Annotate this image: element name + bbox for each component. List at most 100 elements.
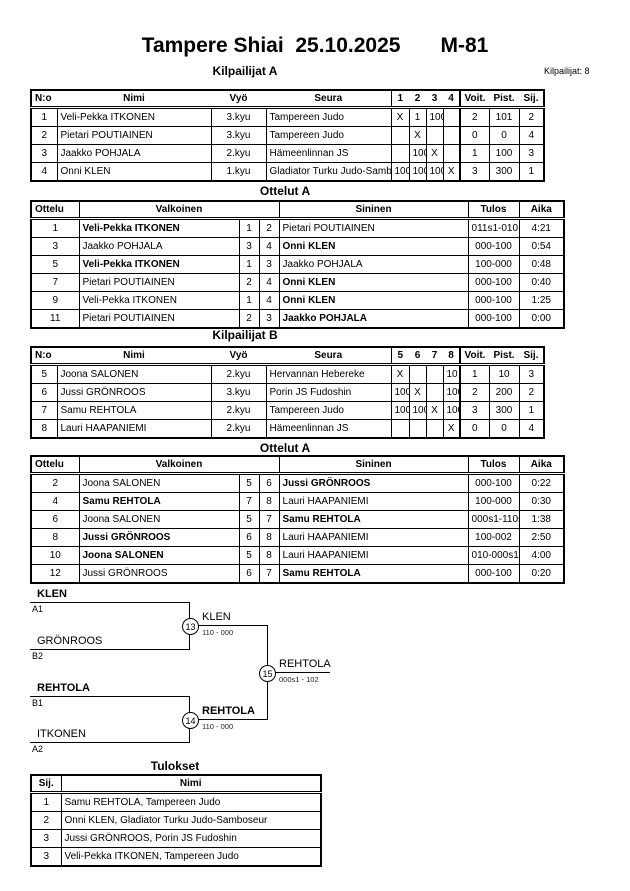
competitor-belt: 3.kyu	[210, 107, 267, 127]
match-number-circle: 14	[182, 712, 199, 729]
match-row: 7 Pietari POUTIAINEN 2 4 Onni KLEN 000-1…	[30, 273, 565, 292]
result-cell: X	[408, 383, 427, 402]
competitor-name: Veli-Pekka ITKONEN	[56, 107, 212, 127]
result-name: Onni KLEN, Gladiator Turku Judo-Samboseu…	[60, 811, 322, 830]
white-number: 7	[238, 492, 260, 511]
match-row: 5 Veli-Pekka ITKONEN 1 3 Jaakko POHJALA …	[30, 255, 565, 274]
points-cell: 300	[488, 162, 520, 182]
result-cell: 100	[408, 162, 427, 182]
competitor-belt: 2.kyu	[210, 144, 267, 163]
white-number: 1	[238, 255, 260, 274]
blue-number: 8	[258, 492, 280, 511]
results-table: Sij. Nimi 1 Samu REHTOLA, Tampereen Judo…	[30, 774, 322, 867]
results-row: 2 Onni KLEN, Gladiator Turku Judo-Sambos…	[30, 811, 322, 830]
blue-competitor: Lauri HAAPANIEMI	[278, 546, 469, 565]
place-cell: 1	[518, 401, 545, 420]
col-header: Tulos	[467, 455, 520, 475]
competitor-belt: 1.kyu	[210, 162, 267, 182]
place-cell: 1	[518, 162, 545, 182]
match-time: 0:00	[518, 309, 565, 329]
match-number: 2	[30, 473, 80, 493]
competitor-number: 2	[30, 126, 58, 145]
white-competitor: Joona SALONEN	[78, 510, 240, 529]
col-header: N:o	[31, 347, 57, 366]
col-header: Nimi	[60, 774, 322, 794]
bracket-line	[267, 672, 330, 673]
pool-row: 2 Pietari POUTIAINEN 3.kyu Tampereen Jud…	[30, 126, 545, 145]
result-name: Veli-Pekka ITKONEN, Tampereen Judo	[60, 847, 322, 867]
results-header-row: Sij. Nimi	[30, 774, 322, 794]
match-result: 000-100	[467, 273, 520, 292]
pool-row: 4 Onni KLEN 1.kyu Gladiator Turku Judo-S…	[30, 162, 545, 182]
result-cell: 100	[425, 162, 444, 182]
white-number: 2	[238, 309, 260, 329]
blue-competitor: Samu REHTOLA	[278, 564, 469, 584]
competitor-club: Hämeenlinnan JS	[265, 144, 392, 163]
col-header: Vyö	[211, 347, 266, 366]
matches-a-table: Ottelu Valkoinen Sininen Tulos Aika 1 Ve…	[30, 200, 566, 329]
points-cell: 200	[488, 383, 520, 402]
pool-b-table: N:o Nimi Vyö Seura 5 6 7 8 Voit. Pist. S…	[30, 346, 545, 439]
match-result: 000-100	[467, 291, 520, 310]
points-cell: 300	[488, 401, 520, 420]
competitor-name: Jaakko POHJALA	[56, 144, 212, 163]
match-number: 11	[30, 309, 80, 329]
white-number: 1	[238, 291, 260, 310]
bracket-seed: B2	[32, 651, 44, 661]
place-cell: 4	[518, 126, 545, 145]
blue-competitor: Onni KLEN	[278, 291, 469, 310]
wins-cell: 3	[459, 401, 490, 420]
white-competitor: Veli-Pekka ITKONEN	[78, 291, 240, 310]
match-result: 100-002	[467, 528, 520, 547]
bracket-winner: REHTOLA	[279, 658, 331, 670]
match-row: 12 Jussi GRÖNROOS 6 7 Samu REHTOLA 000-1…	[30, 564, 565, 584]
col-header: Sij.	[519, 347, 544, 366]
white-competitor: Joona SALONEN	[78, 546, 240, 565]
competitor-belt: 2.kyu	[210, 401, 267, 420]
competitor-name: Samu REHTOLA	[56, 401, 212, 420]
pool-row: 7 Samu REHTOLA 2.kyu Tampereen Judo 100 …	[30, 401, 545, 420]
white-number: 6	[238, 528, 260, 547]
result-cell	[442, 126, 461, 145]
col-header: Voit.	[459, 90, 489, 109]
result-cell: X	[425, 401, 444, 420]
result-cell: X	[390, 364, 410, 384]
result-cell: 100	[408, 144, 427, 163]
match-row: 1 Veli-Pekka ITKONEN 1 2 Pietari POUTIAI…	[30, 218, 565, 238]
pool-row: 3 Jaakko POHJALA 2.kyu Hämeenlinnan JS 1…	[30, 144, 545, 163]
blue-number: 2	[258, 218, 280, 238]
match-row: 6 Joona SALONEN 5 7 Samu REHTOLA 000s1-1…	[30, 510, 565, 529]
result-cell	[408, 364, 427, 384]
match-result: 100-000	[467, 492, 520, 511]
white-number: 3	[238, 237, 260, 256]
competitor-club: Gladiator Turku Judo-Samboseur	[265, 162, 392, 182]
competitor-number: 1	[30, 107, 58, 127]
result-cell	[425, 383, 444, 402]
col-header: 4	[443, 90, 460, 109]
result-place: 3	[30, 829, 62, 848]
match-time: 0:40	[518, 273, 565, 292]
white-number: 6	[238, 564, 260, 584]
matches-a-header-row: Ottelu Valkoinen Sininen Tulos Aika	[30, 200, 565, 220]
col-header: Nimi	[57, 347, 211, 366]
col-header: Pist.	[489, 347, 519, 366]
place-cell: 2	[518, 383, 545, 402]
col-header: Sij.	[519, 90, 544, 109]
pool-b-title: Kilpailijat B	[212, 328, 278, 342]
white-competitor: Jussi GRÖNROOS	[78, 564, 240, 584]
match-time: 4:21	[518, 218, 565, 238]
wins-cell: 1	[459, 364, 490, 384]
bracket-competitor: KLEN	[37, 588, 67, 600]
competitor-belt: 2.kyu	[210, 419, 267, 439]
col-header: Tulos	[467, 200, 520, 220]
col-header: 3	[426, 90, 443, 109]
result-cell: X	[390, 107, 410, 127]
white-competitor: Jussi GRÖNROOS	[78, 528, 240, 547]
match-number: 4	[30, 492, 80, 511]
competitor-number: 8	[30, 419, 58, 439]
bracket-seed: B1	[32, 698, 44, 708]
competitor-club: Hämeenlinnan JS	[265, 419, 392, 439]
col-header: Pist.	[489, 90, 519, 109]
result-cell	[408, 419, 427, 439]
